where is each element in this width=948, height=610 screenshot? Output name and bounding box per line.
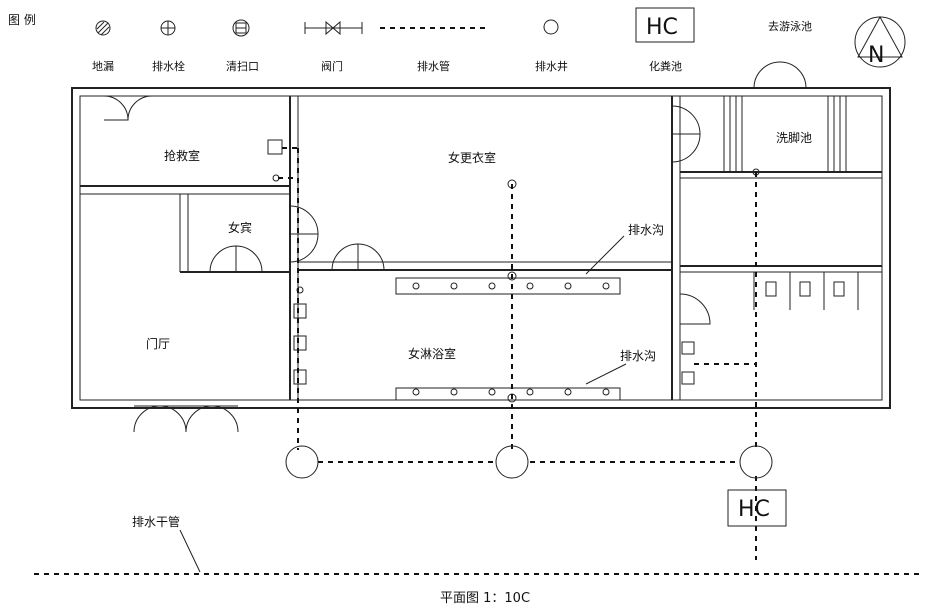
label-drain-ditch-upper: 排水沟	[628, 223, 664, 237]
drain-wells	[285, 445, 773, 479]
cleanout-icon	[232, 19, 250, 37]
legend-label-valve: 阀门	[321, 59, 343, 73]
toilet-icon	[765, 281, 777, 297]
drain-pipes	[34, 147, 920, 575]
room-label-women-shower: 女淋浴室	[408, 346, 456, 361]
room-label-foot-bath: 洗脚池	[776, 130, 812, 145]
legend-heading: 图 例	[8, 13, 36, 27]
label-main-pipe: 排水干管	[132, 514, 180, 529]
legend-label-drain-well: 排水井	[535, 59, 568, 73]
legend-label-floor-drain: 地漏	[92, 60, 114, 73]
cleanout-icon	[681, 341, 695, 355]
drain-well-icon	[739, 445, 773, 479]
room-label-women-toilet: 女宾	[228, 220, 252, 235]
room-label-first-aid: 抢救室	[164, 148, 200, 163]
legend-label-drain-plug: 排水栓	[152, 59, 185, 73]
cleanout-icon	[293, 303, 307, 319]
septic-tank-icon	[635, 7, 695, 43]
cleanout-icon	[293, 335, 307, 351]
room-label-women-changing: 女更衣室	[448, 150, 496, 165]
label-drain-ditch-lower: 排水沟	[620, 349, 656, 363]
valve-icon	[304, 20, 363, 36]
plan-caption: 平面图 1：10C	[440, 591, 530, 606]
cleanout-icon	[267, 139, 283, 155]
cleanout-icon	[293, 369, 307, 385]
drain-ditch-upper	[395, 277, 621, 295]
cleanout-icon	[681, 371, 695, 385]
septic-tank: HC	[727, 489, 787, 527]
floor-drain-icon	[95, 20, 111, 36]
toilet-icon	[833, 281, 845, 297]
legend-label-septic-tank: 化粪池	[649, 59, 682, 73]
room-label-lobby: 门厅	[146, 336, 170, 351]
floor-drain-icon	[507, 271, 517, 281]
legend-label-cleanout: 清扫口	[226, 60, 259, 73]
label-to-pool: 去游泳池	[768, 19, 812, 33]
legend-septic-text: HC	[646, 15, 678, 40]
doors	[103, 61, 807, 433]
drain-well-icon	[495, 445, 529, 479]
septic-tank-label: HC	[738, 497, 770, 522]
building-walls	[71, 87, 891, 409]
toilet-icon	[799, 281, 811, 297]
legend-label-drain-pipe: 排水管	[417, 59, 450, 73]
leader-lines	[179, 235, 627, 573]
legend: 图 例 地漏 排水栓 清扫口 阀门	[8, 7, 695, 73]
compass-label: N	[868, 43, 884, 68]
drain-well-icon	[543, 19, 559, 35]
north-compass-icon: N	[854, 15, 906, 68]
drain-well-icon	[285, 445, 319, 479]
drain-plug-icon	[160, 20, 176, 36]
